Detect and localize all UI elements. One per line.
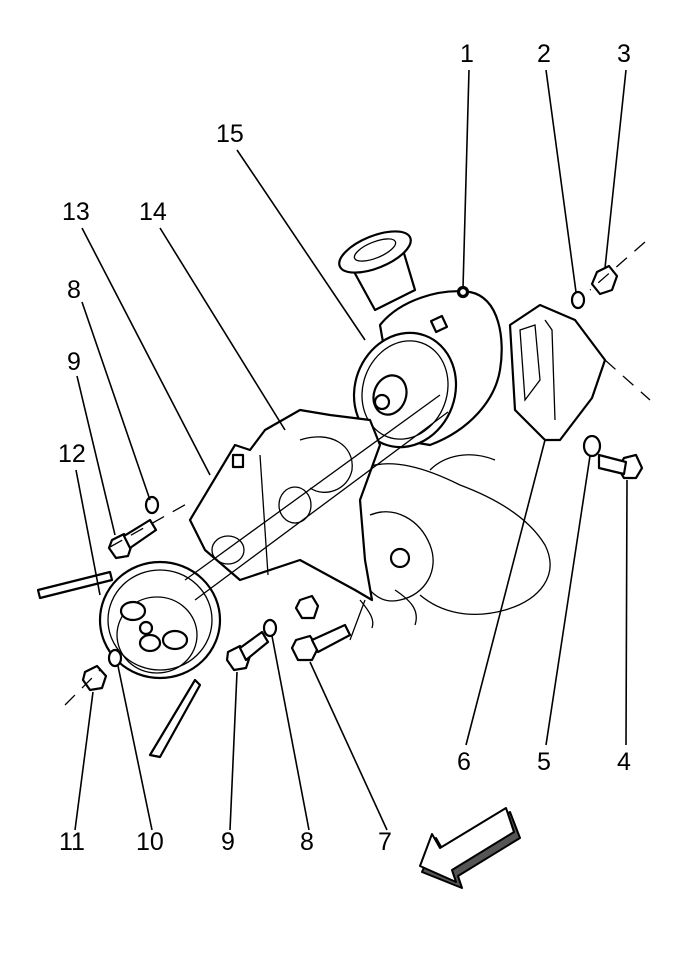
callout-7: 7: [378, 828, 392, 856]
callout-9-top: 9: [67, 348, 81, 376]
front-bracket: [188, 408, 382, 602]
forward-direction-arrow-icon: [419, 807, 521, 889]
alignment-lines: [64, 241, 651, 706]
callout-13: 13: [62, 198, 90, 226]
callout-6: 6: [457, 748, 471, 776]
rear-bracket: [508, 303, 607, 442]
callout-8-top: 8: [67, 276, 81, 304]
leader-lines: [74, 69, 628, 831]
callout-11: 11: [59, 828, 85, 856]
fasteners: [81, 264, 644, 692]
callout-1: 1: [460, 40, 474, 68]
callout-numbers: 1 2 3 4 5 6 7 8 9 10 11 12 9 8 13 14 15: [58, 40, 631, 856]
callout-8-bottom: 8: [300, 828, 314, 856]
callout-2: 2: [537, 40, 551, 68]
callout-4: 4: [617, 748, 631, 776]
callout-10: 10: [136, 828, 164, 856]
callout-3: 3: [617, 40, 631, 68]
callout-15: 15: [216, 120, 244, 148]
callout-9-bottom: 9: [221, 828, 235, 856]
callout-14: 14: [139, 198, 167, 226]
engine-block-outline: [359, 454, 551, 629]
pump-pulley: [36, 560, 222, 759]
callout-12: 12: [58, 440, 86, 468]
callout-5: 5: [537, 748, 551, 776]
